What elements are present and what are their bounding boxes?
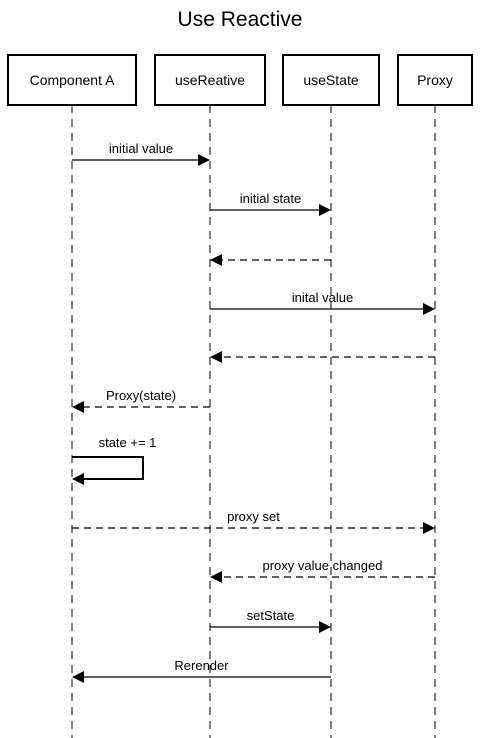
message-rerender: Rerender [72,658,331,683]
arrow-head [423,522,435,534]
message-proxy-state: Proxy(state) [72,388,210,413]
message-proxy-value-changed: proxy value changed [210,558,435,583]
message-label: state += 1 [99,435,157,450]
arrow-head [423,303,435,315]
message-inital-value: inital value [210,290,435,315]
participant-component-a: Component A [7,54,137,106]
participant-label: Component A [30,72,115,88]
message-line [72,456,144,480]
arrow-head [210,351,222,363]
arrow-head [72,401,84,413]
message-label: Proxy(state) [106,388,176,403]
message-return-5 [210,351,435,363]
messages: initial value initial state inital valuePr… [72,141,435,683]
participant-box [397,54,473,106]
participant-usereative: useReative [154,54,266,106]
message-label: Rerender [174,658,229,673]
message-label: proxy value changed [263,558,383,573]
message-label: inital value [292,290,353,305]
message-label: setState [247,608,295,623]
message-return-3 [210,254,331,266]
arrow-head [210,254,222,266]
diagram-title: Use Reactive [178,8,303,31]
participant-label: useReative [175,72,245,88]
message-setstate: setState [210,608,331,633]
message-label: initial state [240,191,301,206]
message-label: initial value [109,141,173,156]
participant-box [7,54,137,106]
participant-proxy: Proxy [397,54,473,106]
arrow-head [319,204,331,216]
message-proxy-set: proxy set [72,509,435,534]
participant-usestate: useState [282,54,380,106]
participant-label: useState [303,72,358,88]
message-initial-state: initial state [210,191,331,216]
arrow-head [72,671,84,683]
participant-box [154,54,266,106]
arrow-head [198,154,210,166]
participants: Component A useReative useState Proxy [7,54,473,106]
message-initial-value: initial value [72,141,210,166]
message-label: proxy set [227,509,280,524]
participant-label: Proxy [417,72,453,88]
arrow-head [210,571,222,583]
message-state-1: state += 1 [72,435,156,485]
arrow-head [319,621,331,633]
arrow-head [72,473,84,485]
participant-box [282,54,380,106]
